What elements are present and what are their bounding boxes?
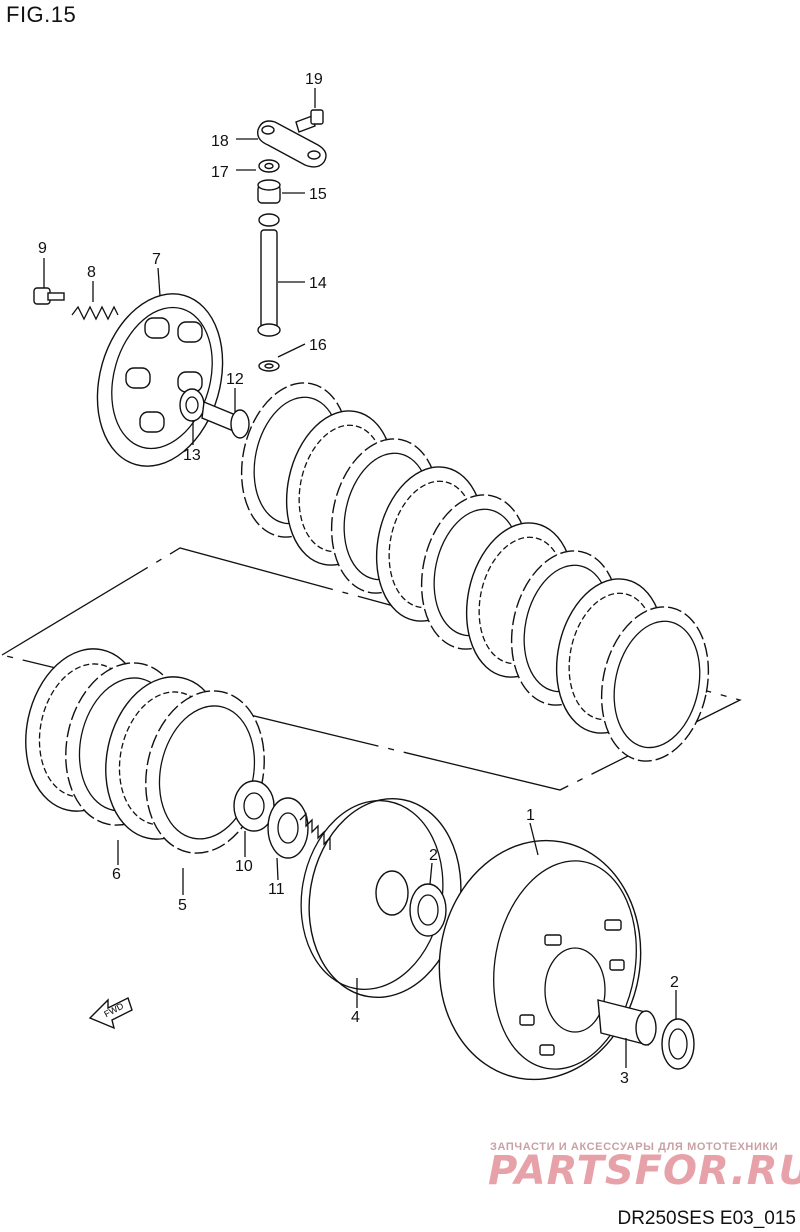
washer-16-hole bbox=[264, 363, 274, 369]
bearing-13[interactable] bbox=[179, 388, 205, 422]
pressure-plate-bosses bbox=[125, 317, 203, 433]
push-rod[interactable] bbox=[260, 229, 278, 331]
watermark-subtitle: ЗАПЧАСТИ И АКСЕССУАРЫ ДЛЯ МОТОТЕХНИКИ bbox=[490, 1141, 779, 1153]
push-rod-end bbox=[258, 213, 280, 227]
callout-7: 7 bbox=[152, 251, 161, 268]
housing-face bbox=[493, 860, 637, 1070]
clutch-spring[interactable] bbox=[33, 287, 119, 321]
callout-16: 16 bbox=[309, 337, 327, 354]
callout-4: 4 bbox=[351, 1009, 360, 1026]
housing-boss bbox=[544, 947, 606, 1033]
bolt-19[interactable] bbox=[295, 115, 316, 133]
washer-11-bore bbox=[277, 812, 299, 844]
callout-11: 11 bbox=[268, 881, 285, 898]
clutch-sleeve-hub[interactable] bbox=[287, 786, 477, 1009]
callout-10: 10 bbox=[235, 858, 253, 875]
push-rod-tip bbox=[257, 323, 281, 337]
callout-1: 1 bbox=[526, 807, 535, 824]
washer-2b-bore bbox=[668, 1028, 688, 1060]
callout-labels: 19 18 17 15 14 16 9 8 7 12 13 1 2 2 3 4 … bbox=[38, 71, 679, 1087]
lever-hole bbox=[261, 125, 275, 135]
fwd-arrow-icon bbox=[88, 997, 133, 1030]
diagram-code: DR250SES E03_015 bbox=[617, 1208, 796, 1229]
clutch-plates-lower[interactable] bbox=[11, 638, 279, 865]
callout-9: 9 bbox=[38, 240, 47, 257]
push-rod-assembly[interactable] bbox=[257, 159, 281, 372]
leader-lines bbox=[43, 88, 677, 1068]
bolt-19-head bbox=[310, 109, 324, 125]
plate-group-frame bbox=[1, 547, 742, 791]
figure-title: FIG.15 bbox=[6, 2, 77, 27]
release-lever[interactable] bbox=[257, 109, 327, 168]
washer-11[interactable] bbox=[267, 797, 309, 859]
seal-17-hole bbox=[264, 162, 274, 170]
fwd-arrow: FWD bbox=[88, 997, 133, 1030]
housing-outer bbox=[438, 839, 642, 1081]
washer-2a[interactable] bbox=[409, 883, 447, 937]
clutch-housing[interactable] bbox=[421, 824, 695, 1095]
callout-5: 5 bbox=[178, 897, 187, 914]
callout-13: 13 bbox=[183, 447, 201, 464]
spacer-10-bore bbox=[243, 792, 265, 820]
callout-8: 8 bbox=[87, 264, 96, 281]
callout-6: 6 bbox=[112, 866, 121, 883]
hub-teeth bbox=[299, 812, 331, 850]
spring-8[interactable] bbox=[71, 305, 119, 321]
lifter-12-head bbox=[230, 409, 250, 439]
pressure-plate-inner bbox=[111, 306, 213, 450]
hub-spline bbox=[375, 870, 409, 916]
callout-18: 18 bbox=[211, 133, 229, 150]
callout-12: 12 bbox=[226, 371, 244, 388]
upper-plate-9-inner bbox=[613, 620, 701, 749]
callout-3: 3 bbox=[620, 1070, 629, 1087]
callout-15: 15 bbox=[309, 186, 327, 203]
callout-19: 19 bbox=[305, 71, 323, 88]
spacer-and-washer[interactable] bbox=[233, 780, 309, 859]
callout-17: 17 bbox=[211, 164, 229, 181]
washer-2b[interactable] bbox=[661, 1018, 695, 1070]
housing-dampers bbox=[519, 919, 625, 1056]
spacer-3-end bbox=[635, 1010, 657, 1046]
callout-2a: 2 bbox=[429, 847, 438, 864]
bearing-13-bore bbox=[185, 396, 199, 414]
callout-14: 14 bbox=[309, 275, 327, 292]
washer-2a-bore bbox=[417, 894, 439, 926]
lever-end-hole bbox=[307, 150, 321, 160]
callout-2b: 2 bbox=[670, 974, 679, 991]
bearing-15-top bbox=[257, 179, 281, 191]
clutch-plates-upper[interactable] bbox=[228, 373, 722, 771]
pressure-plate[interactable] bbox=[78, 279, 250, 481]
bolt-9[interactable] bbox=[47, 292, 65, 301]
watermark-brand: PARTSFOR.RU bbox=[488, 1148, 800, 1194]
